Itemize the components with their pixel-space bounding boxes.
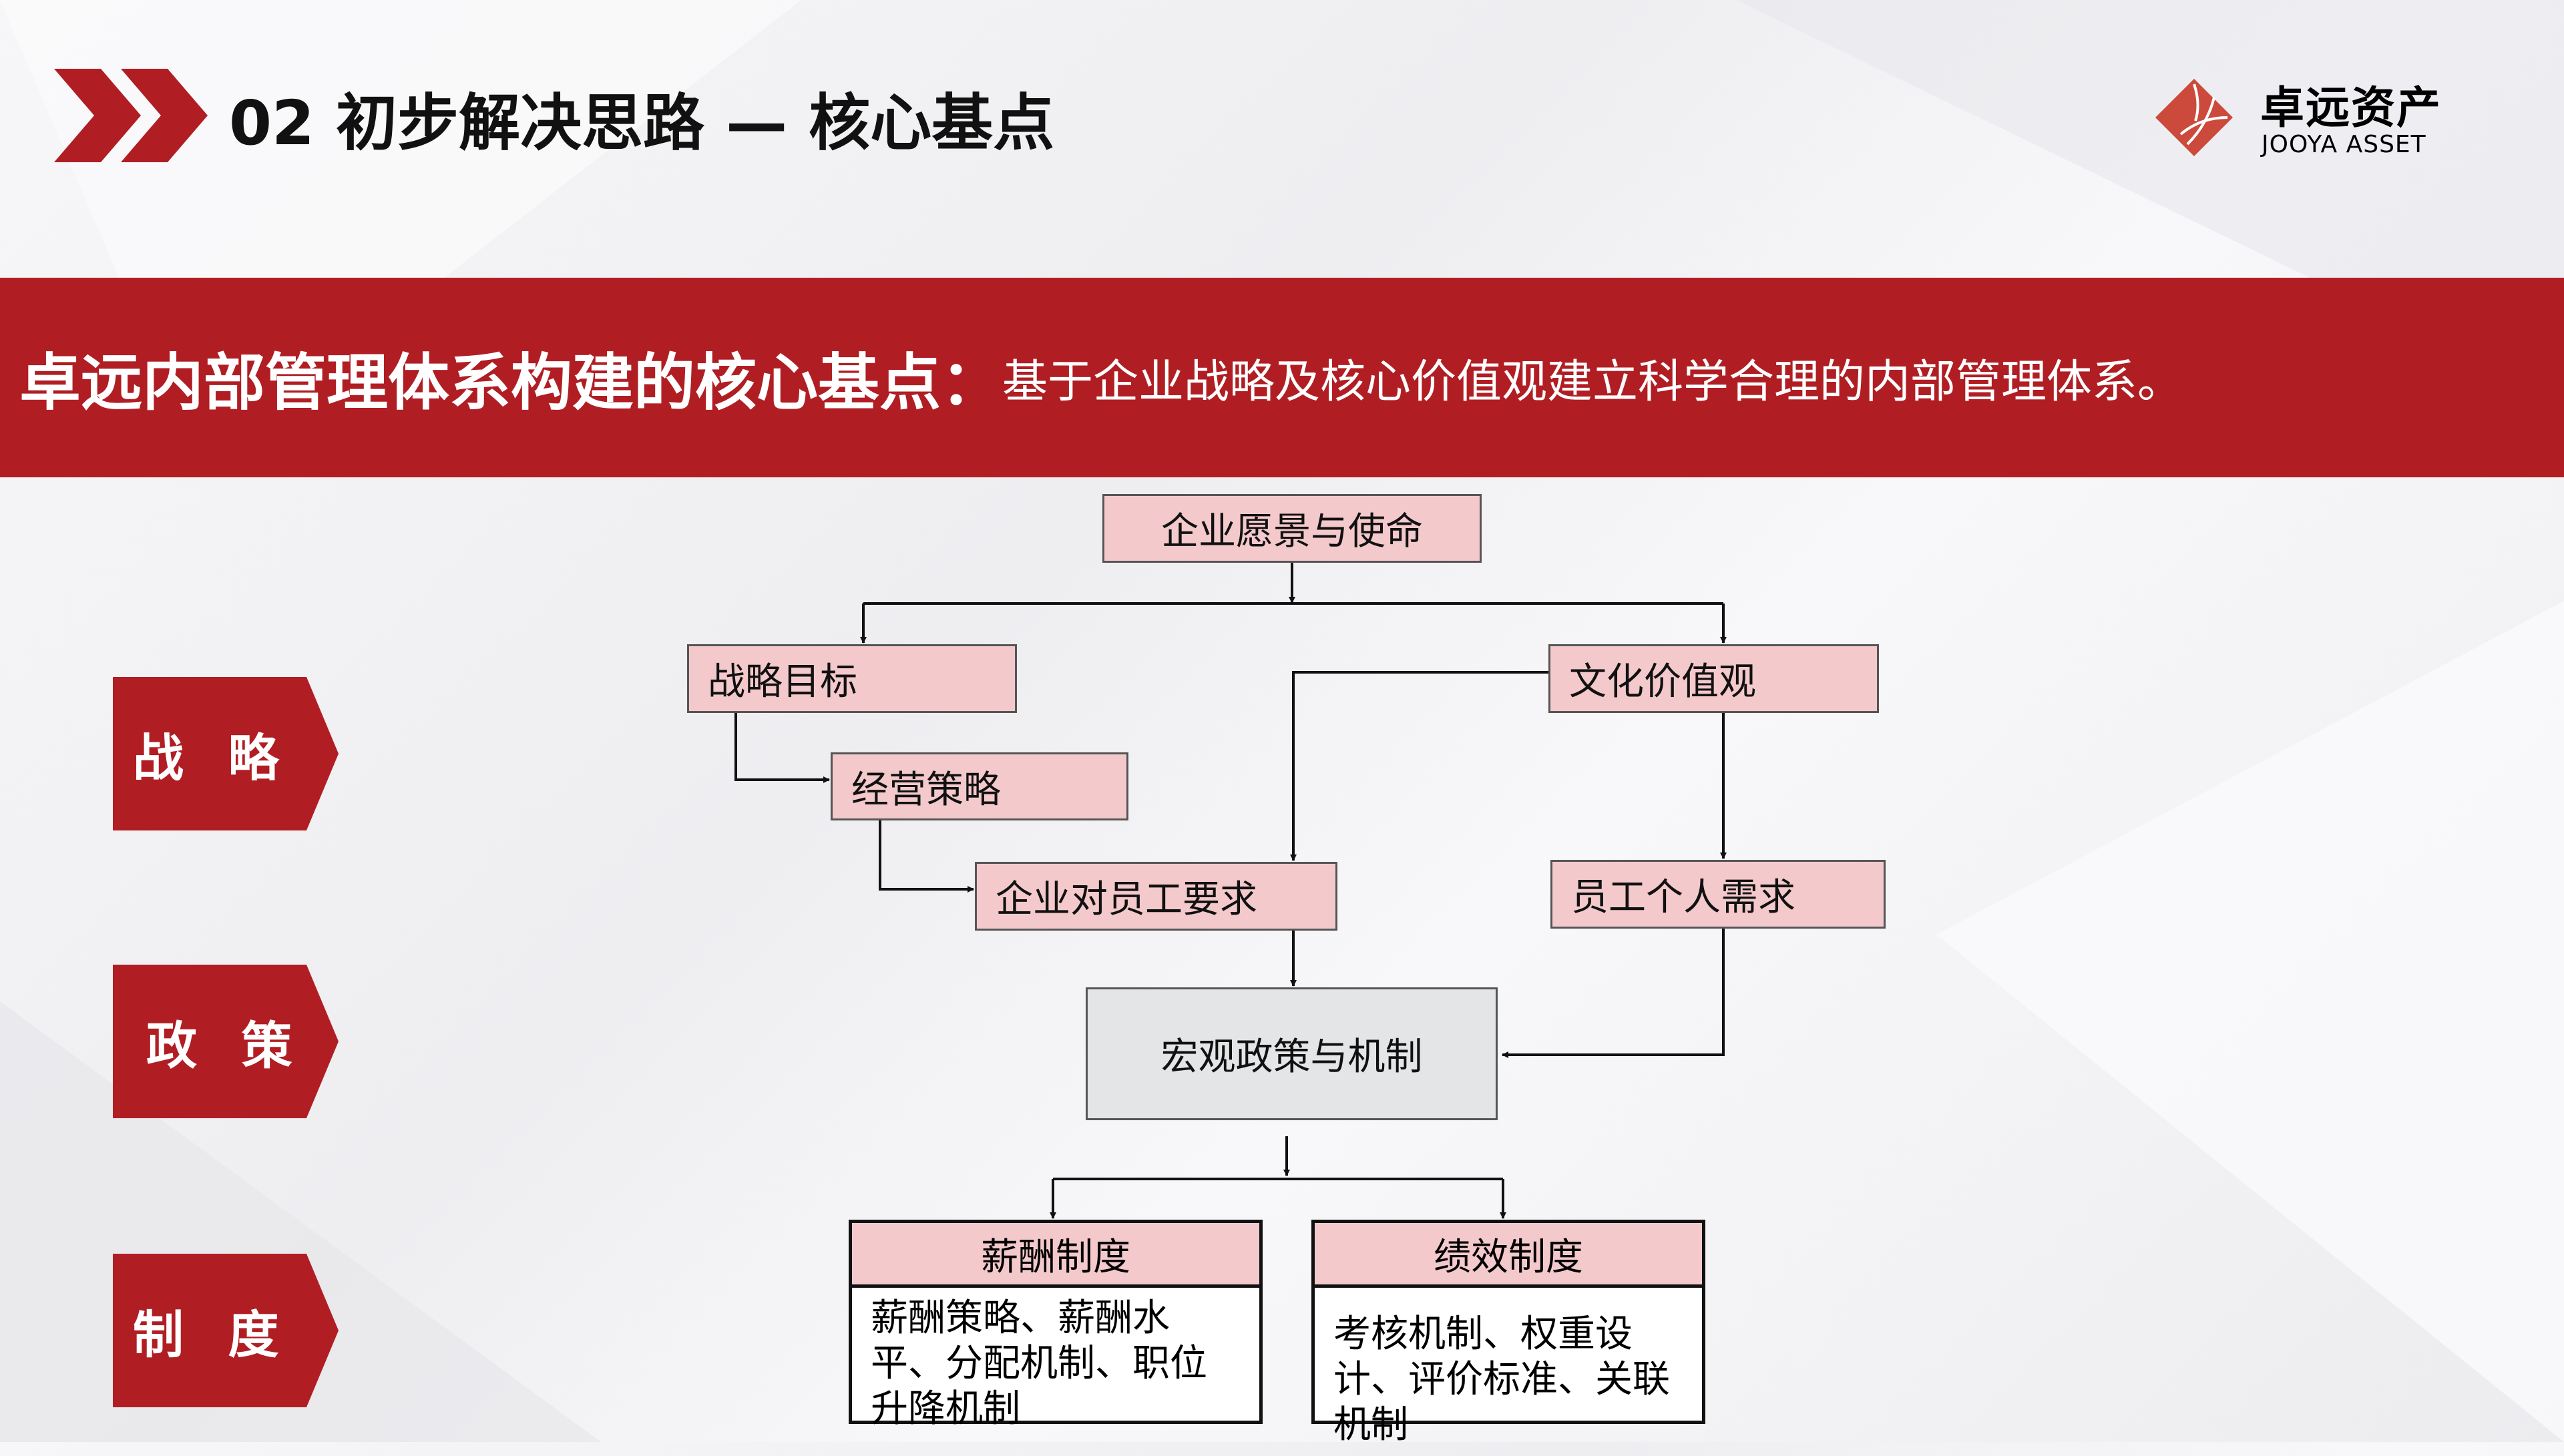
logo-text-en: JOOYA ASSET (2262, 131, 2426, 158)
box-performance: 绩效制度 考核机制、权重设计、评价标准、关联机制 (1311, 1220, 1705, 1447)
box-strategic-goal: 战略目标 (687, 644, 1017, 713)
page-title: 02 初步解决思路 — 核心基点 (229, 87, 1055, 159)
box-macro-policy: 宏观政策与机制 (1086, 987, 1498, 1120)
box-compensation: 薪酬制度 薪酬策略、薪酬水平、分配机制、职位升降机制 (849, 1220, 1263, 1431)
box-culture: 文化价值观 (1548, 644, 1879, 713)
tag-system: 制 度 (113, 1254, 339, 1407)
tag-policy: 政 策 (113, 965, 339, 1118)
performance-body: 考核机制、权重设计、评价标准、关联机制 (1333, 1312, 1670, 1447)
performance-title: 绩效制度 (1315, 1223, 1702, 1288)
box-employee-needs: 员工个人需求 (1550, 860, 1886, 929)
box-requirements: 企业对员工要求 (975, 862, 1337, 931)
logo-icon (2155, 79, 2233, 156)
compensation-body: 薪酬策略、薪酬水平、分配机制、职位升降机制 (871, 1296, 1207, 1431)
chevron-icon (54, 69, 208, 162)
tag-strategy: 战 略 (113, 677, 339, 830)
headline-banner: 卓远内部管理体系构建的核心基点： 基于企业战略及核心价值观建立科学合理的内部管理… (0, 278, 2564, 477)
compensation-title: 薪酬制度 (852, 1223, 1259, 1288)
logo-text-cn: 卓远资产 (2260, 82, 2442, 134)
banner-text: 基于企业战略及核心价值观建立科学合理的内部管理体系。 (1002, 356, 2183, 409)
banner-heading: 卓远内部管理体系构建的核心基点： (19, 347, 1003, 419)
box-operations: 经营策略 (831, 752, 1128, 820)
box-vision: 企业愿景与使命 (1102, 494, 1482, 563)
